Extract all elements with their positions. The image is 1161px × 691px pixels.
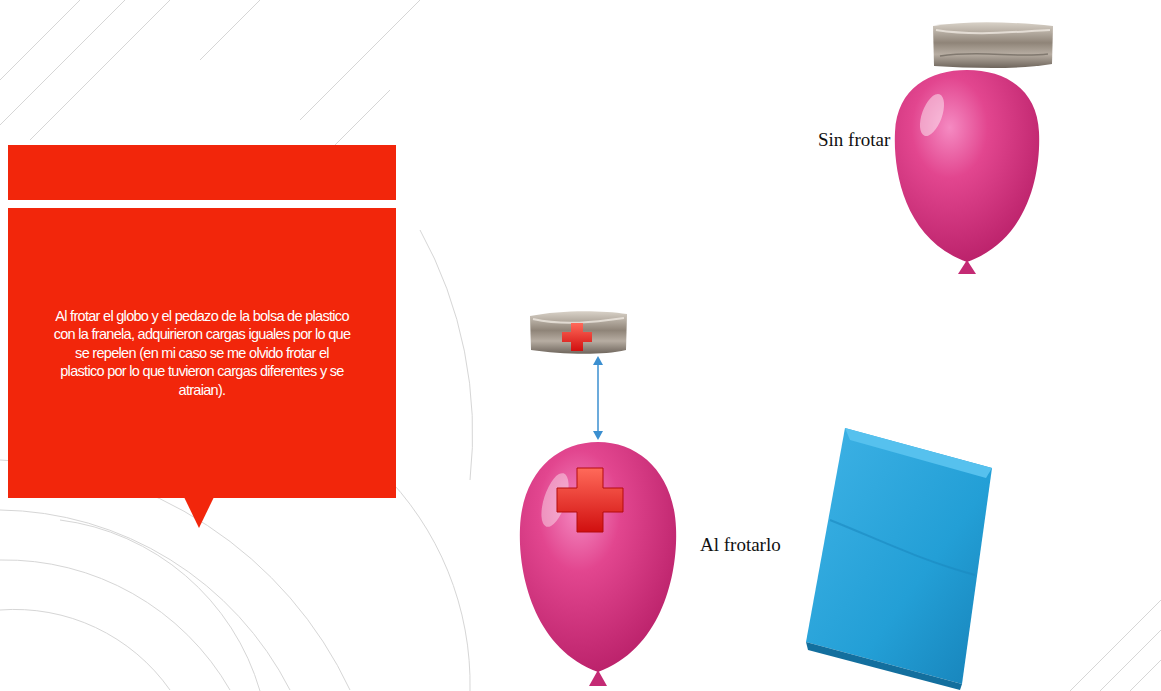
balloon-rubbed: [520, 442, 676, 686]
callout-pointer: [184, 497, 214, 528]
flannel-cloth: [806, 428, 992, 690]
callout-box: Al frotar el globo y el pedazo de la bol…: [8, 208, 396, 498]
positive-charge-symbol: [557, 468, 623, 532]
plastic-strip-top: [933, 22, 1053, 68]
plastic-strip-rubbed: [530, 311, 627, 354]
state-label: Al frotarlo: [700, 534, 781, 556]
positive-charge-symbol: [562, 323, 592, 351]
repulsion-arrow: [593, 356, 603, 440]
state-label: Sin frotar: [818, 129, 890, 151]
red-band: [8, 145, 396, 200]
callout-content: Al frotar el globo y el pedazo de la bol…: [52, 307, 352, 400]
balloon-unrubbed: [895, 70, 1039, 274]
callout-text: Al frotar el globo y el pedazo de la bol…: [52, 307, 352, 400]
